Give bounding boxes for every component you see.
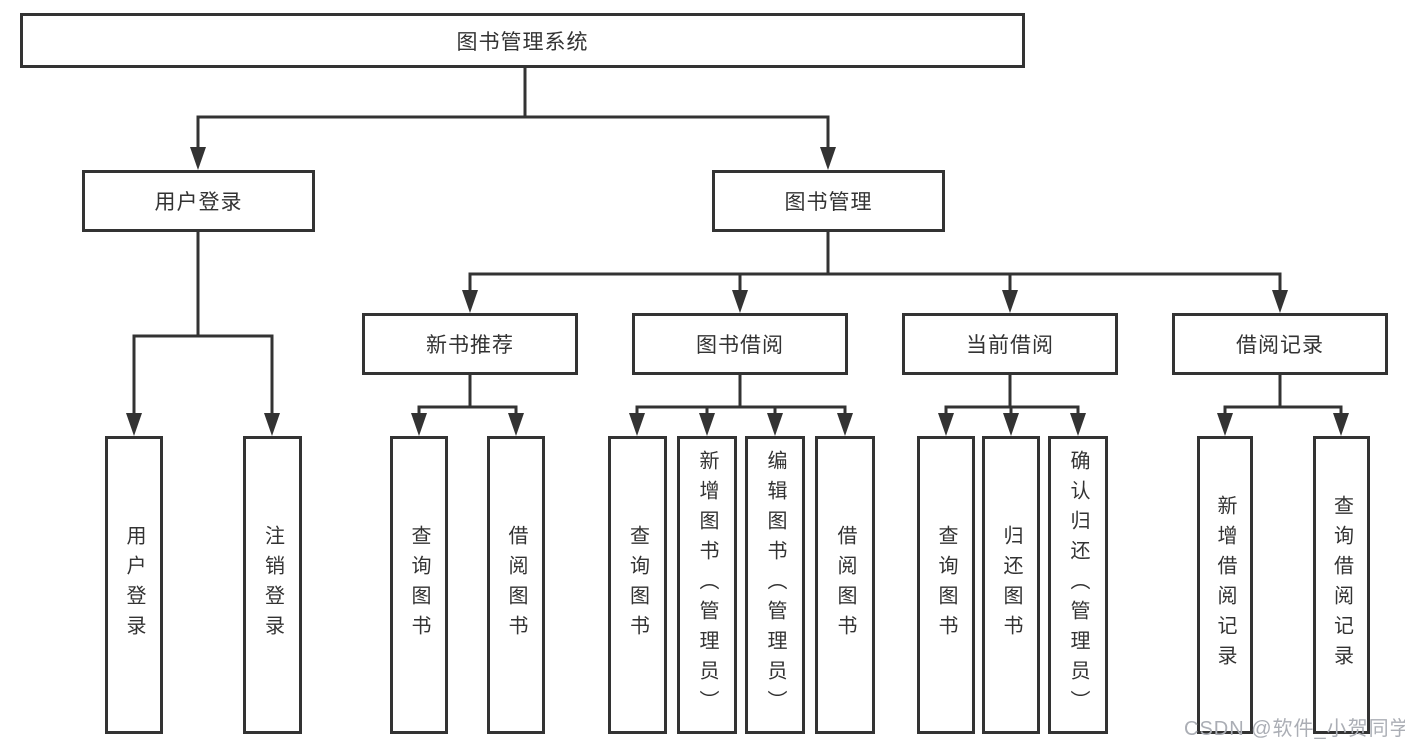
node-label: 图书管理	[784, 191, 873, 214]
node-label: 归还图书	[1000, 525, 1022, 645]
leaf-add-borrow-record: 新增借阅记录	[1197, 436, 1253, 734]
node-label: 图书借阅	[696, 334, 784, 357]
node-label: 用户登录	[154, 191, 243, 214]
leaf-add-book-admin: 新增图书（管理员）	[677, 436, 737, 734]
leaf-logout: 注销登录	[243, 436, 302, 734]
node-label: 查询图书	[408, 525, 430, 645]
node-book-management: 图书管理	[712, 170, 945, 232]
node-borrowing-records: 借阅记录	[1172, 313, 1388, 375]
node-label: 当前借阅	[966, 334, 1054, 357]
node-label: 查询图书	[626, 525, 649, 645]
node-label: 新增借阅记录	[1214, 495, 1236, 675]
node-current-borrowing: 当前借阅	[902, 313, 1118, 375]
leaf-borrow-books-recommend: 借阅图书	[487, 436, 545, 734]
leaf-user-login: 用户登录	[105, 436, 163, 734]
leaf-query-books-recommend: 查询图书	[390, 436, 448, 734]
node-root: 图书管理系统	[20, 13, 1025, 68]
leaf-query-borrow-record: 查询借阅记录	[1313, 436, 1370, 734]
node-label: 确认归还（管理员）	[1067, 450, 1089, 720]
node-label: 注销登录	[261, 525, 284, 645]
node-label: 编辑图书（管理员）	[764, 450, 786, 720]
node-book-borrowing: 图书借阅	[632, 313, 848, 375]
node-user-login: 用户登录	[82, 170, 315, 232]
node-new-book-recommendation: 新书推荐	[362, 313, 578, 375]
leaf-borrow-books: 借阅图书	[815, 436, 875, 734]
node-label: 图书管理系统	[456, 30, 589, 54]
node-label: 用户登录	[123, 525, 145, 645]
node-label: 查询借阅记录	[1330, 495, 1353, 675]
arrowheads	[126, 147, 1349, 436]
node-label: 查询图书	[935, 525, 957, 645]
leaf-confirm-return-admin: 确认归还（管理员）	[1048, 436, 1108, 734]
node-label: 借阅图书	[834, 525, 856, 645]
leaf-query-books-borrowing: 查询图书	[608, 436, 667, 734]
leaf-query-books-current: 查询图书	[917, 436, 975, 734]
node-label: 借阅记录	[1236, 334, 1324, 357]
node-label: 新增图书（管理员）	[696, 450, 718, 720]
node-label: 新书推荐	[426, 334, 514, 357]
watermark: CSDN @软件_小贺同学	[1184, 718, 1405, 740]
node-label: 借阅图书	[505, 525, 527, 645]
leaf-return-books: 归还图书	[982, 436, 1040, 734]
leaf-edit-book-admin: 编辑图书（管理员）	[745, 436, 805, 734]
